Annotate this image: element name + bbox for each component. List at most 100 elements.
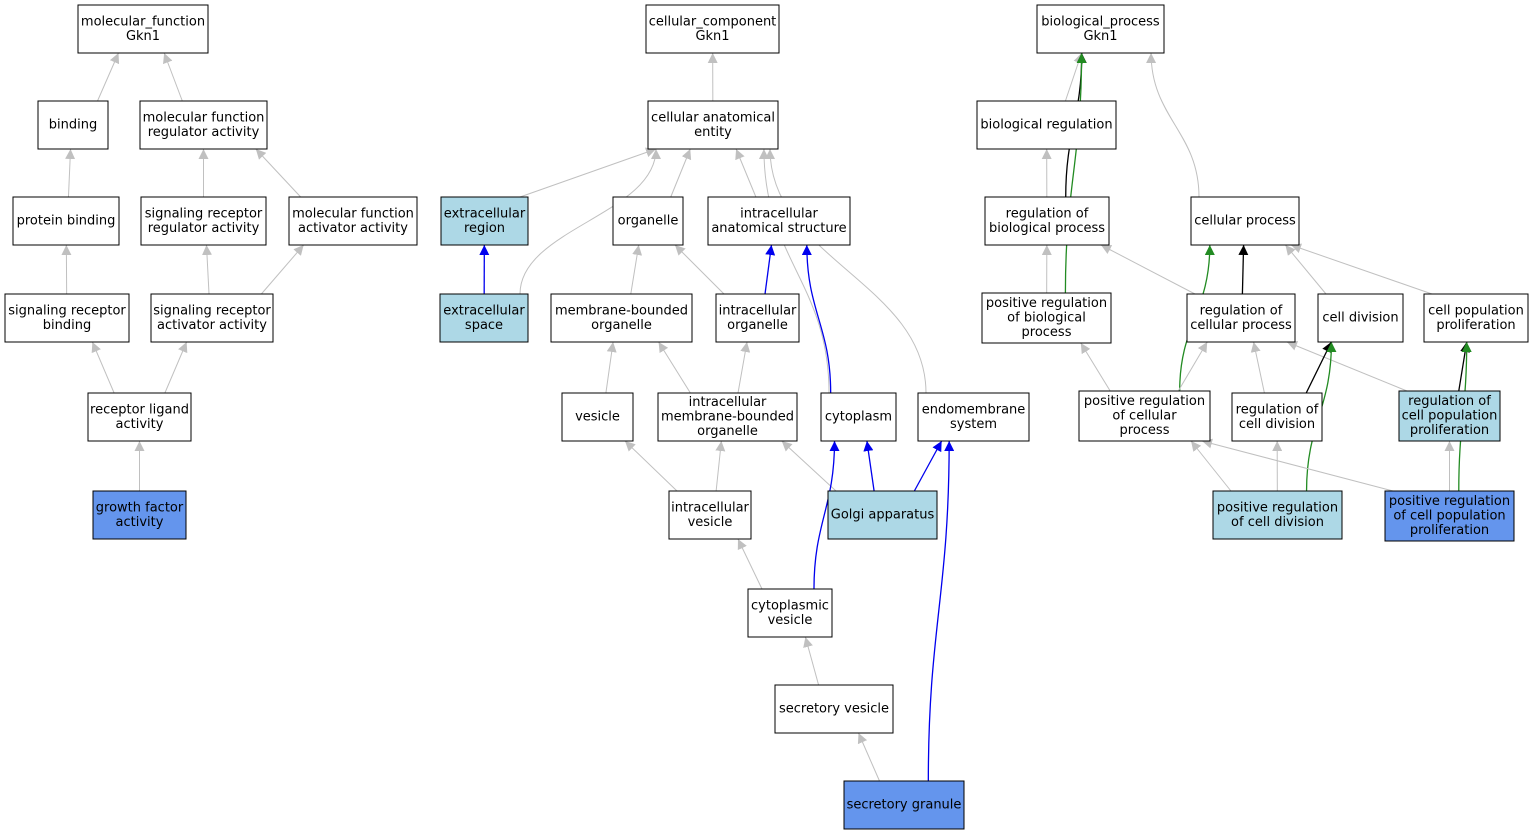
edge-cytoplasm-to-cae (758, 148, 830, 394)
node-box (439, 293, 529, 343)
node-box (820, 392, 897, 442)
node-label-line: Gkn1 (126, 29, 160, 44)
node-box (87, 392, 192, 442)
node-label-line: cell division (1322, 311, 1398, 326)
edge-protein_binding-to-binding (65, 148, 76, 198)
node-box (827, 490, 938, 540)
edge-io-to-organelle (674, 244, 725, 295)
node-label-line: intracellular (671, 500, 749, 515)
node-label-line: endomembrane (922, 402, 1026, 417)
edge-rcp-to-cp (1238, 244, 1249, 295)
node-box (77, 4, 209, 54)
edge-prbp-to-bp_root (1064, 52, 1087, 294)
node-binding[interactable]: binding (37, 100, 109, 150)
node-label-line: binding (43, 318, 91, 333)
node-label-line: positive regulation (1217, 500, 1338, 515)
node-label-line: signaling receptor (145, 206, 263, 221)
edge-layer (61, 52, 1472, 782)
node-golgi[interactable]: Golgi apparatus (827, 490, 938, 540)
node-label-line: proliferation (1436, 318, 1515, 333)
node-box (1186, 293, 1296, 343)
edge-io-to-ias (764, 244, 776, 295)
node-label-line: biological process (989, 221, 1105, 236)
edge-golgi-to-endo (913, 440, 943, 492)
node-label-line: system (950, 417, 997, 432)
node-breg[interactable]: biological regulation (976, 100, 1117, 150)
node-label-line: activator activity (157, 318, 267, 333)
node-label-line: of biological (1007, 311, 1086, 326)
node-protein_binding[interactable]: protein binding (12, 196, 120, 246)
node-cytoplasm[interactable]: cytoplasm (820, 392, 897, 442)
node-label-line: of cellular (1112, 409, 1177, 424)
node-label-line: molecular function (143, 110, 265, 125)
edge-mfaa-to-mf_reg (255, 148, 302, 198)
node-cp[interactable]: cellular process (1190, 196, 1300, 246)
node-label-line: Gkn1 (1083, 29, 1117, 44)
node-label-line: receptor ligand (90, 402, 189, 417)
node-box (140, 196, 267, 246)
node-organelle[interactable]: organelle (612, 196, 684, 246)
node-label-line: cell division (1239, 417, 1315, 432)
node-label-line: organelle (618, 214, 679, 229)
node-label-line: region (464, 221, 505, 236)
node-cd[interactable]: cell division (1317, 293, 1404, 343)
node-label-line: membrane-bounded (555, 303, 688, 318)
node-label-line: regulation of (1006, 206, 1089, 221)
node-label-line: vesicle (688, 515, 733, 530)
node-label-line: cell population (1428, 303, 1524, 318)
node-box (1317, 293, 1404, 343)
node-label-line: organelle (727, 318, 788, 333)
node-box (976, 100, 1117, 150)
node-box (440, 196, 529, 246)
edge-rcd-to-rcp (1250, 341, 1265, 394)
node-box (288, 196, 418, 246)
node-sv[interactable]: secretory vesicle (774, 684, 894, 734)
edge-sv-to-cv (803, 636, 820, 686)
node-label-line: signaling receptor (153, 303, 271, 318)
edge-sg-to-sv (857, 732, 880, 782)
node-sg[interactable]: secretory granule (843, 780, 965, 830)
node-vesicle[interactable]: vesicle (561, 392, 634, 442)
node-label-line: anatomical structure (711, 221, 846, 236)
node-label-line: process (1022, 325, 1072, 340)
edge-cv-to-iv (737, 538, 763, 590)
node-box (645, 4, 780, 54)
edge-rcpp-to-rcp (1286, 341, 1408, 392)
node-box (843, 780, 965, 830)
node-box (92, 490, 187, 540)
node-label-line: proliferation (1410, 523, 1489, 538)
node-label-line: membrane-bounded (661, 410, 794, 425)
node-label-line: molecular function (292, 206, 414, 221)
node-label-line: cellular_component (649, 14, 777, 29)
node-label-line: organelle (697, 424, 758, 439)
